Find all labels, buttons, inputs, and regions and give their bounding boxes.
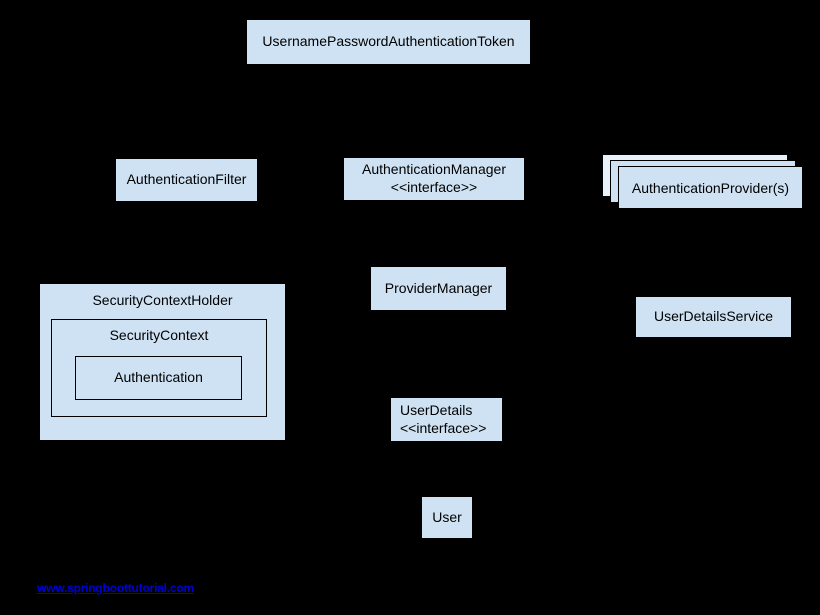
box-security-context-holder: SecurityContextHolder SecurityContext Au… [39,283,286,441]
box-provider-manager: ProviderManager [370,266,507,311]
box-authentication: Authentication [75,356,242,400]
box-user-details-service: UserDetailsService [635,296,792,338]
box-label: UserDetailsService [653,308,774,325]
box-label: UserDetails [400,401,473,418]
box-authentication-providers: AuthenticationProvider(s) [618,166,803,209]
box-authentication-providers-stack: AuthenticationProvider(s) [602,154,804,210]
box-label: AuthenticationProvider(s) [631,179,790,196]
box-label: AuthenticationManager [362,161,506,178]
box-label: SecurityContext [109,327,209,343]
box-label: SecurityContextHolder [92,292,233,308]
website-link[interactable]: www.springboottutorial.com [37,581,195,595]
box-label: ProviderManager [384,279,493,296]
box-label: AuthenticationFilter [126,171,247,188]
box-stereotype: <<interface>> [400,419,487,436]
box-authentication-filter: AuthenticationFilter [115,158,258,202]
box-authentication-manager: AuthenticationManager <<interface>> [343,157,525,201]
box-stereotype: <<interface>> [390,179,478,195]
box-username-password-authentication-token: UsernamePasswordAuthenticationToken [246,19,531,65]
box-user: User [421,496,473,539]
box-user-details: UserDetails <<interface>> [390,397,503,442]
box-label: UsernamePasswordAuthenticationToken [262,33,515,50]
box-label: Authentication [114,369,203,386]
box-label: User [432,508,462,525]
box-security-context: SecurityContext Authentication [51,319,267,417]
